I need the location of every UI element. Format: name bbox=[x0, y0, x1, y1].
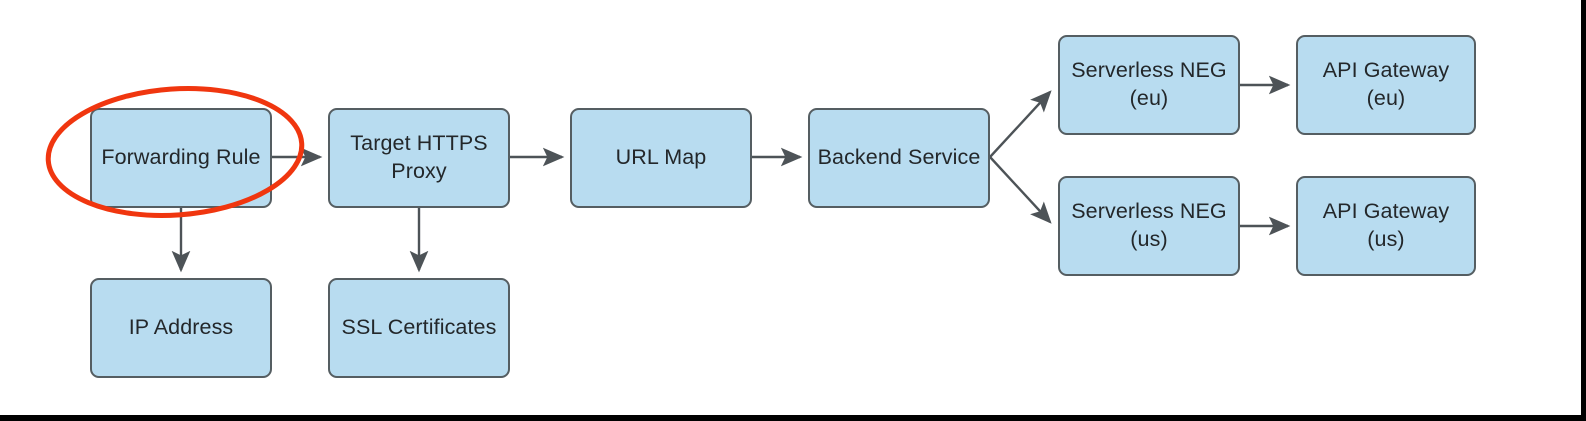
node-ssl-certificates[interactable]: SSL Certificates bbox=[328, 278, 510, 378]
node-url-map[interactable]: URL Map bbox=[570, 108, 752, 208]
edge-backend-service-to-serverless-neg-us bbox=[989, 156, 1052, 224]
node-serverless-neg-us[interactable]: Serverless NEG (us) bbox=[1058, 176, 1240, 276]
node-forwarding-rule[interactable]: Forwarding Rule bbox=[90, 108, 272, 208]
node-api-gateway-us[interactable]: API Gateway (us) bbox=[1296, 176, 1476, 276]
capture-frame-right-edge bbox=[1581, 0, 1586, 421]
node-ip-address[interactable]: IP Address bbox=[90, 278, 272, 378]
edge-backend-service-to-serverless-neg-eu bbox=[989, 90, 1052, 158]
capture-frame-bottom-edge bbox=[0, 415, 1586, 421]
node-backend-service[interactable]: Backend Service bbox=[808, 108, 990, 208]
node-serverless-neg-eu[interactable]: Serverless NEG (eu) bbox=[1058, 35, 1240, 135]
node-api-gateway-eu[interactable]: API Gateway (eu) bbox=[1296, 35, 1476, 135]
node-target-https-proxy[interactable]: Target HTTPS Proxy bbox=[328, 108, 510, 208]
